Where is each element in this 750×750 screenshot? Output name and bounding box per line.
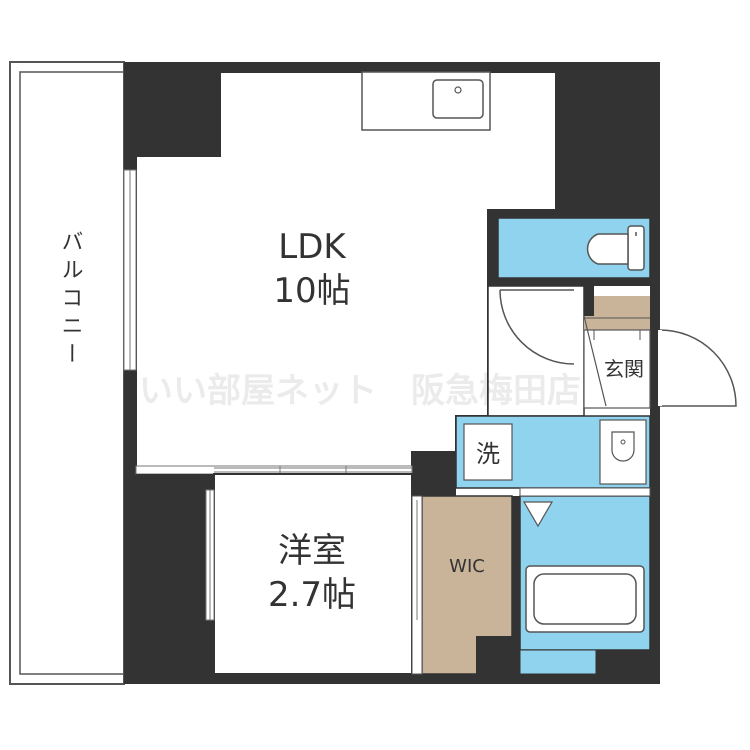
western-room-label: 洋室 (278, 531, 346, 571)
ldk-size: 10帖 (273, 271, 350, 311)
sliding-door-partition (135, 465, 413, 475)
bathtub-icon (525, 565, 645, 633)
wic-label: WIC (449, 556, 485, 577)
watermark-text: いい部屋ネット 阪急梅田店 (139, 371, 581, 411)
western-room-window (205, 489, 215, 621)
hall-door (499, 289, 575, 365)
laundry-room (455, 415, 651, 489)
laundry-label: 洗 (476, 440, 500, 468)
hallway-floor (487, 285, 585, 417)
western-room-floor (213, 473, 413, 675)
toilet-icon (586, 225, 645, 271)
entrance-label: 玄関 (604, 357, 644, 381)
wic-room (411, 495, 513, 675)
balcony-label: バルコニー (58, 230, 83, 370)
ldk-window (123, 169, 137, 371)
ldk-label: LDK (278, 227, 347, 267)
western-room-size: 2.7帖 (268, 575, 356, 615)
entrance-area (583, 286, 651, 409)
kitchen-counter (361, 71, 491, 131)
balcony (9, 61, 125, 685)
entrance-door (658, 329, 737, 407)
